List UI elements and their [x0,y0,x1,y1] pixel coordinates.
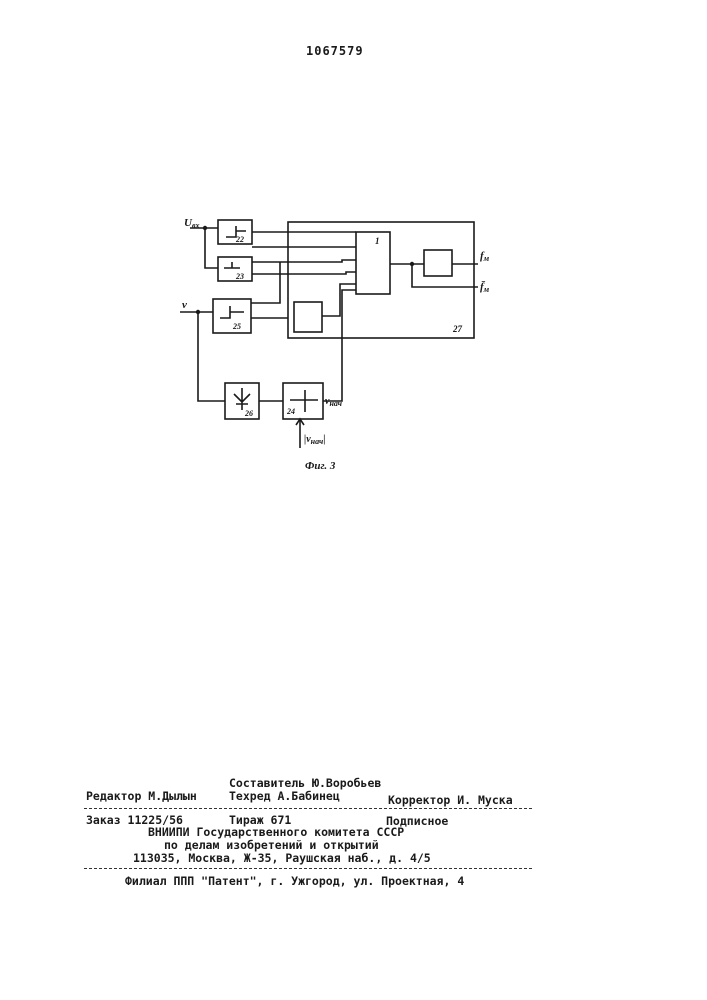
label-23: 23 [235,272,244,281]
imprint-corrector: Корректор И. Муска [388,793,513,807]
label-25: 25 [232,322,241,331]
output-block [424,250,452,276]
nu-start-label: νнач [325,396,342,408]
input-u-label: Uвх [184,217,200,230]
block-25 [213,299,251,333]
block-1 [356,232,390,294]
inner-block [294,302,322,332]
label-1: 1 [375,236,380,246]
output-fbar-label: f̄м [480,281,490,294]
imprint-rule-top [84,808,532,809]
imprint-org-line1: ВНИИПИ Государственного комитета СССР [148,825,404,839]
imprint-editor: Редактор М.Дылын [86,789,197,803]
imprint-techred: Техред А.Бабинец [229,789,340,803]
block-27-enclosure [288,222,474,338]
block-23 [218,257,252,281]
label-22: 22 [235,235,244,244]
nu-start-abs-label: |νнач| [304,434,325,446]
imprint-address: 113035, Москва, Ж-35, Раушская наб., д. … [133,851,431,865]
label-24: 24 [286,407,295,416]
output-f-label: fм [480,250,490,263]
imprint-rule-bottom [84,868,532,869]
imprint-org-line2: по делам изобретений и открытий [164,838,379,852]
figure-caption: Фиг. 3 [305,460,336,472]
junction-dots [196,226,414,314]
block-22 [218,220,252,244]
label-27: 27 [452,324,463,334]
imprint-compiler: Составитель Ю.Воробьев [229,776,381,790]
imprint-branch: Филиал ППП "Патент", г. Ужгород, ул. Про… [125,874,464,888]
label-26: 26 [244,409,253,418]
input-nu-label: ν [182,299,187,311]
block-26 [225,383,259,419]
